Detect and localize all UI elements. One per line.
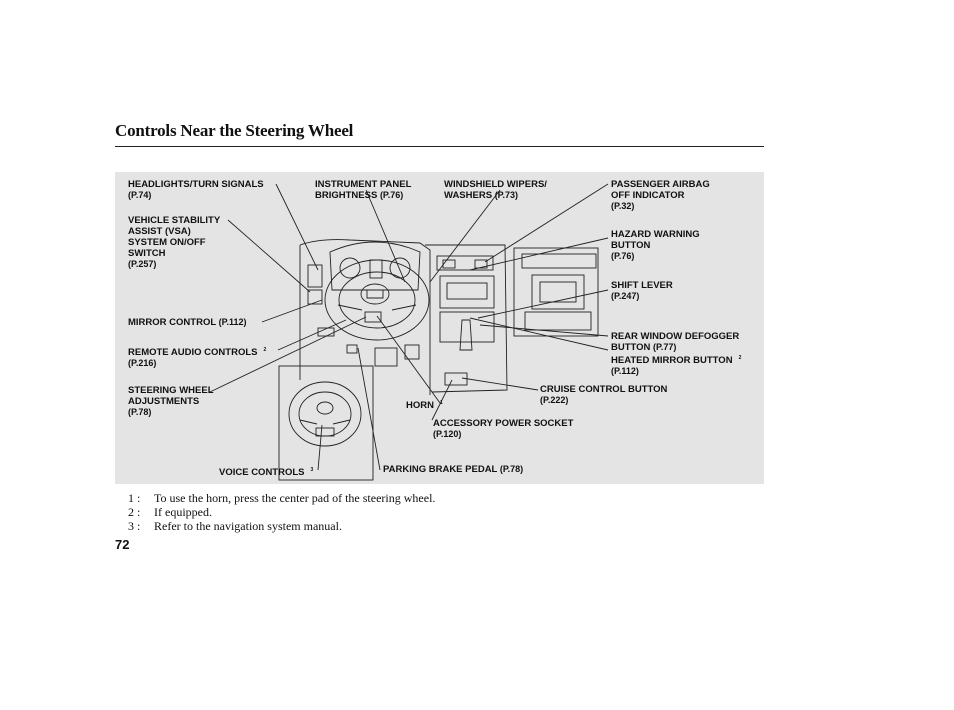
label-mirror-control: MIRROR CONTROL (P.112)	[128, 317, 246, 328]
label-shift-lever: SHIFT LEVER (P.247)	[611, 280, 673, 302]
label-instrument-brightness: INSTRUMENT PANEL BRIGHTNESS (P.76)	[315, 179, 411, 201]
label-rear-defogger: REAR WINDOW DEFOGGER BUTTON (P.77) HEATE…	[611, 331, 741, 377]
label-steering-adjustments: STEERING WHEEL ADJUSTMENTS (P.78)	[128, 385, 214, 418]
page-number: 72	[115, 537, 129, 552]
label-power-socket: ACCESSORY POWER SOCKET (P.120)	[433, 418, 573, 440]
label-cruise-control: CRUISE CONTROL BUTTON (P.222)	[540, 384, 667, 406]
footnote-1: 1 :To use the horn, press the center pad…	[128, 491, 435, 505]
footnote-3: 3 :Refer to the navigation system manual…	[128, 519, 435, 533]
label-headlights: HEADLIGHTS/TURN SIGNALS (P.74)	[128, 179, 264, 201]
footnote-2: 2 :If equipped.	[128, 505, 435, 519]
footnotes: 1 :To use the horn, press the center pad…	[128, 491, 435, 533]
label-vsa: VEHICLE STABILITY ASSIST (VSA) SYSTEM ON…	[128, 215, 220, 270]
label-hazard-button: HAZARD WARNING BUTTON (P.76)	[611, 229, 700, 262]
label-airbag-indicator: PASSENGER AIRBAG OFF INDICATOR (P.32)	[611, 179, 710, 212]
label-parking-brake: PARKING BRAKE PEDAL (P.78)	[383, 464, 523, 475]
label-wipers: WINDSHIELD WIPERS/ WASHERS (P.73)	[444, 179, 547, 201]
